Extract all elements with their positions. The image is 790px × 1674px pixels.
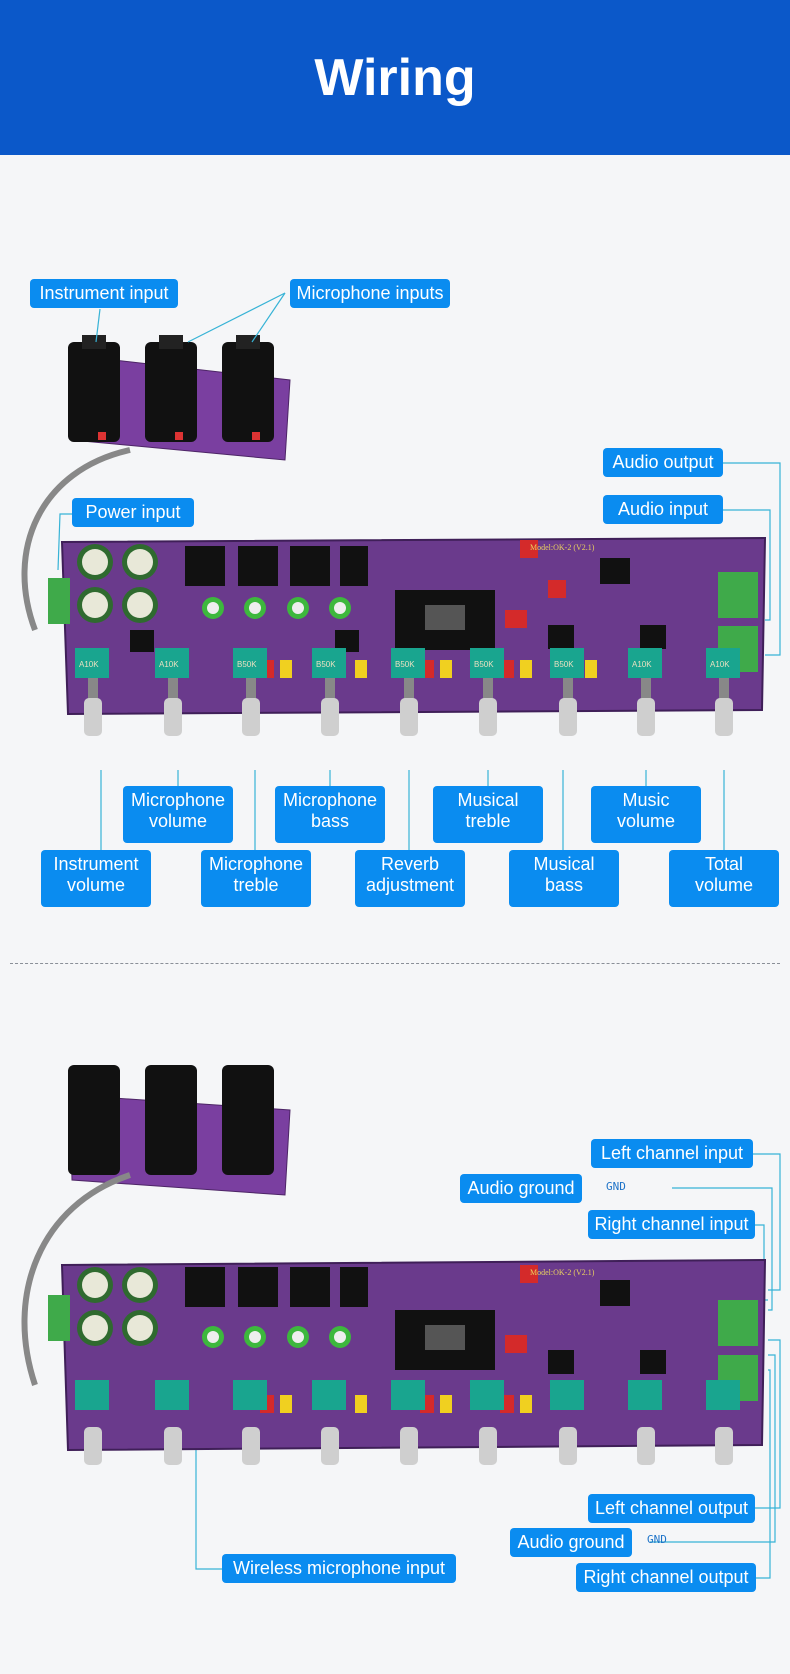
label-audio-ground-top: Audio ground <box>460 1174 582 1203</box>
label-line: Musical <box>457 790 519 810</box>
board-model-text: Model:OK-2 (V2.1) <box>530 543 595 552</box>
pot-label: A10K <box>159 660 179 669</box>
label-line: adjustment <box>365 875 455 895</box>
label-right-channel-input: Right channel input <box>588 1210 755 1239</box>
label-line: Reverb <box>380 854 440 874</box>
board-model-text: Model:OK-2 (V2.1) <box>530 1268 595 1277</box>
gnd-marker-bottom: GND <box>647 1533 667 1546</box>
label-music-volume: Music volume <box>591 786 701 843</box>
pot-label: A10K <box>632 660 652 669</box>
label-right-channel-output: Right channel output <box>576 1563 756 1592</box>
pot-label: B50K <box>474 660 494 669</box>
label-microphone-inputs: Microphone inputs <box>290 279 450 308</box>
label-audio-ground-bottom: Audio ground <box>510 1528 632 1557</box>
label-line: Microphone <box>130 790 226 810</box>
label-musical-treble: Musical treble <box>433 786 543 843</box>
page-header: Wiring <box>0 0 790 155</box>
label-line: treble <box>233 875 279 895</box>
board-illustration-2: Model:OK-2 (V2.1) <box>21 1065 767 1465</box>
label-line: volume <box>66 875 126 895</box>
label-microphone-volume: Microphone volume <box>123 786 233 843</box>
section-divider <box>10 963 780 964</box>
label-line: Musical <box>533 854 595 874</box>
pot-label: A10K <box>79 660 99 669</box>
label-wireless-microphone-input: Wireless microphone input <box>222 1554 456 1583</box>
pot-label: B50K <box>395 660 415 669</box>
gnd-marker-top: GND <box>606 1180 626 1193</box>
label-line: bass <box>310 811 350 831</box>
label-line: volume <box>148 811 208 831</box>
board-illustration-1: Model:OK-2 (V2.1) A10K A10K B50K B50K B5… <box>21 335 767 736</box>
label-power-input: Power input <box>72 498 194 527</box>
label-instrument-input: Instrument input <box>30 279 178 308</box>
label-line: Microphone <box>282 790 378 810</box>
label-reverb-adjustment: Reverb adjustment <box>355 850 465 907</box>
label-line: volume <box>616 811 676 831</box>
label-instrument-volume: Instrument volume <box>41 850 151 907</box>
label-left-channel-input: Left channel input <box>591 1139 753 1168</box>
label-line: Microphone <box>208 854 304 874</box>
pot-label: A10K <box>710 660 730 669</box>
label-audio-input: Audio input <box>603 495 723 524</box>
label-line: Total <box>704 854 744 874</box>
pot-label: B50K <box>237 660 257 669</box>
label-line: Instrument <box>53 854 139 874</box>
pot-label: B50K <box>316 660 336 669</box>
label-audio-output: Audio output <box>603 448 723 477</box>
pot-label: B50K <box>554 660 574 669</box>
label-microphone-treble: Microphone treble <box>201 850 311 907</box>
label-line: treble <box>465 811 511 831</box>
label-microphone-bass: Microphone bass <box>275 786 385 843</box>
label-line: volume <box>694 875 754 895</box>
label-line: bass <box>544 875 584 895</box>
label-total-volume: Total volume <box>669 850 779 907</box>
label-left-channel-output: Left channel output <box>588 1494 755 1523</box>
label-musical-bass: Musical bass <box>509 850 619 907</box>
label-line: Music <box>622 790 670 810</box>
page-title: Wiring <box>314 49 476 107</box>
